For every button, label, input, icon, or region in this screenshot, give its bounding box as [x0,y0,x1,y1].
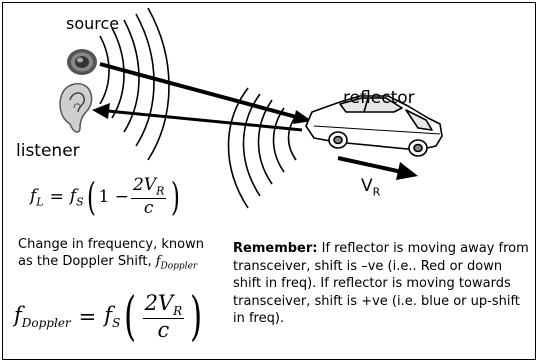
eq1-lhs: fL [30,185,44,209]
speaker-icon [67,49,97,75]
eq1-fraction: 2VR c [131,175,167,218]
car-icon [305,95,443,157]
ear-icon [59,83,93,133]
doppler-shift-equation: fDoppler = fS ( 2VR c ) [14,288,206,346]
doppler-shift-description: Change in frequency, known as the Dopple… [18,236,218,276]
eq1-numerator: 2VR [131,175,167,199]
reflector-label: reflector [343,88,415,108]
velocity-symbol: V [361,176,373,196]
source-waves [99,7,170,161]
eq2-open-paren: ( [124,287,137,347]
velocity-arrow [337,156,418,180]
eq2-lhs: fDoppler [14,303,71,331]
reflector-waves [227,87,297,209]
doppler-shift-text: Change in frequency, known as the Dopple… [18,237,204,269]
velocity-label: VR [361,176,380,198]
remember-body: If reflector is moving away from transce… [233,241,529,326]
doppler-symbol: fDoppler [155,254,198,272]
eq1-denominator: c [143,197,154,218]
eq1-close-paren: ) [171,175,181,219]
eq2-close-paren: ) [190,287,203,347]
eq2-fraction: 2VR c [142,290,185,343]
eq1-open-paren: ( [86,175,96,219]
eq2-numerator: 2VR [142,290,185,320]
eq1-one-minus: 1 − [98,187,129,207]
remember-heading: Remember: [233,241,318,256]
remember-note: Remember: If reflector is moving away fr… [233,240,533,328]
eq2-source-freq: fS [104,303,121,331]
eq2-equals: = [78,305,97,329]
velocity-subscript: R [372,185,381,199]
eq1-source-freq: fS [69,185,84,209]
eq1-equals: = [49,187,64,207]
arrow-car-to-listener [92,103,303,132]
slide-border [2,2,536,360]
listener-frequency-equation: fL = fS ( 1 − 2VR c ) [30,175,183,219]
listener-label: listener [16,141,80,161]
source-label: source [66,14,120,33]
eq2-denominator: c [157,318,170,343]
